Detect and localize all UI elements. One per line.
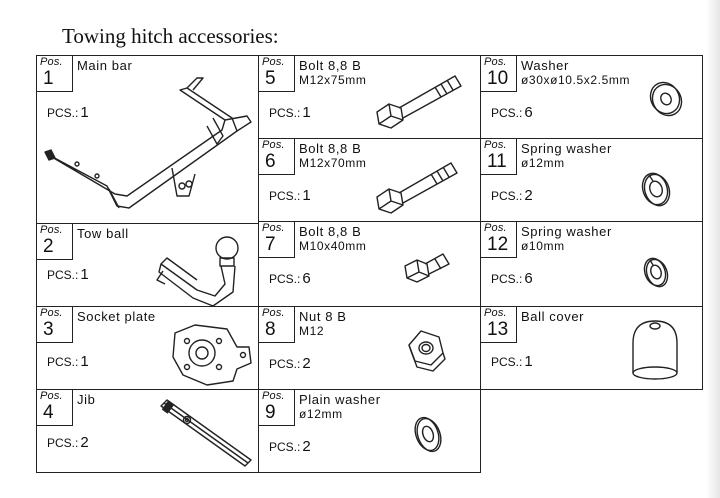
pos-box: Pos. 6 (259, 139, 295, 175)
pos-number: 9 (265, 402, 276, 423)
pos-box: Pos. 1 (37, 56, 73, 92)
page-edge-shadow (706, 0, 720, 498)
pos-box: Pos. 11 (481, 139, 517, 175)
part-name: Jib (77, 392, 96, 407)
pcs-count: PCS.:1 (491, 353, 533, 370)
page-title: Towing hitch accessories: (62, 24, 279, 48)
part-name: Socket plate (77, 309, 156, 324)
spring-washer-icon (641, 172, 671, 207)
pcs-count: PCS.:2 (47, 434, 89, 451)
part-cell-2: Pos. 2 Tow ball PCS.:1 (36, 223, 259, 307)
pcs-count: PCS.:6 (491, 270, 533, 287)
pos-label: Pos. (40, 224, 63, 236)
pos-label: Pos. (262, 56, 285, 68)
pos-label: Pos. (484, 307, 507, 319)
tow-ball-icon (156, 236, 239, 307)
pos-box: Pos. 4 (37, 390, 73, 426)
pos-number: 4 (43, 402, 54, 423)
part-name: Tow ball (77, 226, 129, 241)
pos-box: Pos. 12 (481, 222, 517, 258)
pos-label: Pos. (262, 139, 285, 151)
pos-number: 3 (43, 319, 54, 340)
pos-box: Pos. 13 (481, 307, 517, 343)
pos-label: Pos. (262, 390, 285, 402)
pos-box: Pos. 9 (259, 390, 295, 426)
pos-label: Pos. (484, 222, 507, 234)
pcs-count: PCS.:6 (491, 104, 533, 121)
pos-box: Pos. 7 (259, 222, 295, 258)
plain-washer-icon (414, 416, 442, 453)
pcs-count: PCS.:1 (47, 266, 89, 283)
pcs-count: PCS.:2 (269, 438, 311, 455)
bolt-icon (376, 162, 458, 214)
bolt-icon (404, 253, 450, 283)
pos-box: Pos. 5 (259, 56, 295, 92)
pcs-count: PCS.:1 (269, 187, 311, 204)
jib-icon (160, 399, 252, 467)
washer-icon (649, 81, 683, 117)
pos-label: Pos. (262, 307, 285, 319)
pos-label: Pos. (484, 56, 507, 68)
bolt-icon (376, 75, 462, 129)
pos-number: 5 (265, 68, 276, 89)
pcs-count: PCS.:6 (269, 270, 311, 287)
pos-box: Pos. 2 (37, 224, 73, 260)
pcs-count: PCS.:1 (47, 104, 89, 121)
pcs-count: PCS.:1 (269, 104, 311, 121)
pos-number: 8 (265, 319, 276, 340)
part-cell-1: Pos. 1 Main bar PCS.:1 (36, 55, 259, 224)
pos-number: 11 (487, 151, 507, 172)
nut-icon (408, 330, 446, 372)
pos-label: Pos. (484, 139, 507, 151)
pos-box: Pos. 10 (481, 56, 517, 92)
pos-label: Pos. (40, 390, 63, 402)
pos-label: Pos. (40, 56, 63, 68)
part-name: Ball cover (521, 309, 585, 324)
part-cell-3: Pos. 3 Socket plate PCS.:1 (36, 306, 259, 390)
pos-number: 13 (487, 319, 509, 340)
pos-number: 10 (487, 68, 509, 89)
pos-box: Pos. 8 (259, 307, 295, 343)
spring-washer-icon (643, 257, 669, 288)
pcs-count: PCS.:2 (491, 187, 533, 204)
ball-cover-icon (632, 320, 678, 380)
pcs-count: PCS.:2 (269, 355, 311, 372)
pos-number: 1 (43, 68, 54, 89)
pos-number: 2 (43, 236, 54, 257)
pos-label: Pos. (262, 222, 285, 234)
part-cell-4: Pos. 4 Jib PCS.:2 (36, 389, 259, 473)
pos-number: 6 (265, 151, 276, 172)
pcs-count: PCS.:1 (47, 353, 89, 370)
pos-number: 12 (487, 234, 509, 255)
part-cell-13: Pos. 13 Ball cover PCS.:1 (480, 306, 703, 390)
pos-number: 7 (265, 234, 276, 255)
part-name: Main bar (77, 58, 133, 73)
pos-label: Pos. (40, 307, 63, 319)
pos-box: Pos. 3 (37, 307, 73, 343)
socket-plate-icon (172, 324, 252, 386)
main-bar-icon (44, 77, 252, 209)
